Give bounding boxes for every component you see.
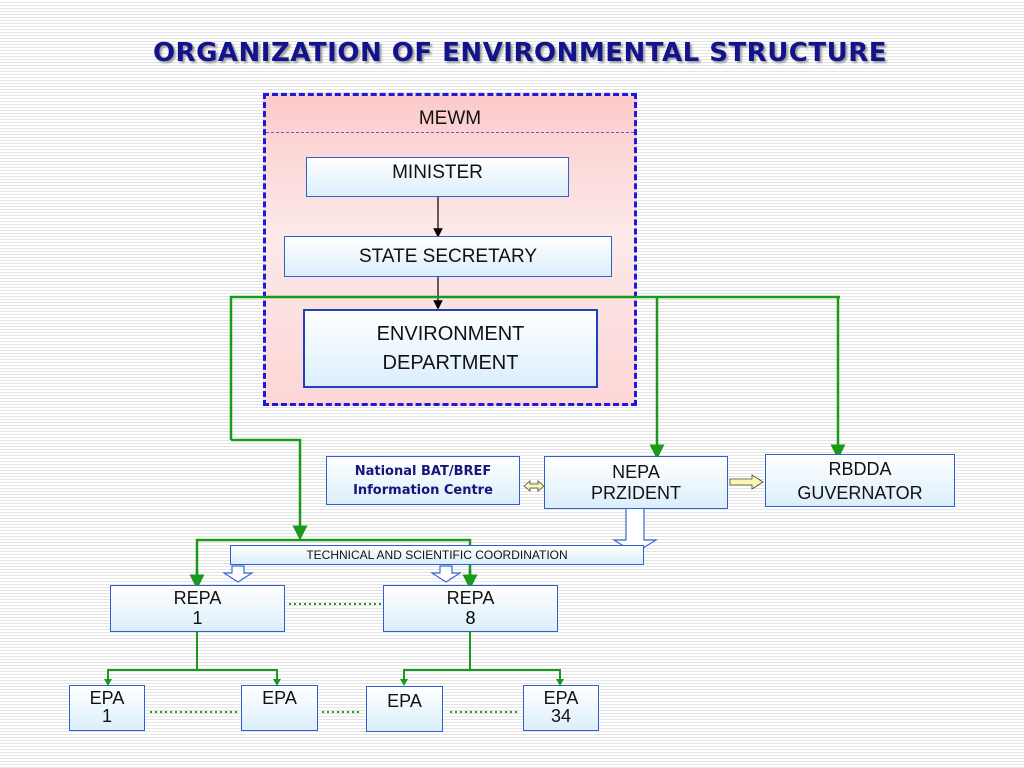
technical-coordination-bar: TECHNICAL AND SCIENTIFIC COORDINATION [230,545,644,565]
repa-8-box: REPA 8 [383,585,558,632]
nepa-box: NEPA PRZIDENT [544,456,728,509]
repa-1-box: REPA 1 [110,585,285,632]
nepa-line1: NEPA [612,461,660,482]
env-dept-line2: DEPARTMENT [382,351,519,374]
state-secretary-box: STATE SECRETARY [284,236,612,277]
nepa-line2: PRZIDENT [591,482,681,503]
epa-1-box: EPA 1 [69,685,145,731]
repa-1-label: REPA [173,588,222,608]
minister-box: MINISTER [306,157,569,197]
repa-8-label: REPA [446,588,495,608]
epa-3-box: EPA [366,686,443,732]
bat-bref-centre-box: National BAT/BREF Information Centre [326,456,520,505]
epa-34-label: EPA [543,688,579,708]
epa-34-box: EPA 34 [523,685,599,731]
rbdda-line2: GUVERNATOR [797,482,923,503]
bat-line1: National BAT/BREF [354,463,492,479]
mewm-label: MEWM [418,108,482,129]
page-title: ORGANIZATION OF ENVIRONMENTAL STRUCTURE [152,38,888,68]
environment-department-box: ENVIRONMENT DEPARTMENT [303,309,598,388]
epa-2-box: EPA [241,685,318,731]
state-secretary-label: STATE SECRETARY [358,245,538,267]
epa-2-label: EPA [262,688,297,708]
epa-1-label: EPA [89,688,125,708]
epa-1-number: 1 [101,706,112,726]
epa-3-label: EPA [387,691,422,711]
repa-1-number: 1 [192,608,203,628]
env-dept-line1: ENVIRONMENT [376,322,525,345]
repa-8-number: 8 [465,608,476,628]
rbdda-box: RBDDA GUVERNATOR [765,454,955,507]
mewm-separator [266,132,634,133]
epa-34-number: 34 [550,706,572,726]
rbdda-line1: RBDDA [828,458,892,479]
minister-label: MINISTER [392,162,483,183]
bat-line2: Information Centre [353,482,493,498]
